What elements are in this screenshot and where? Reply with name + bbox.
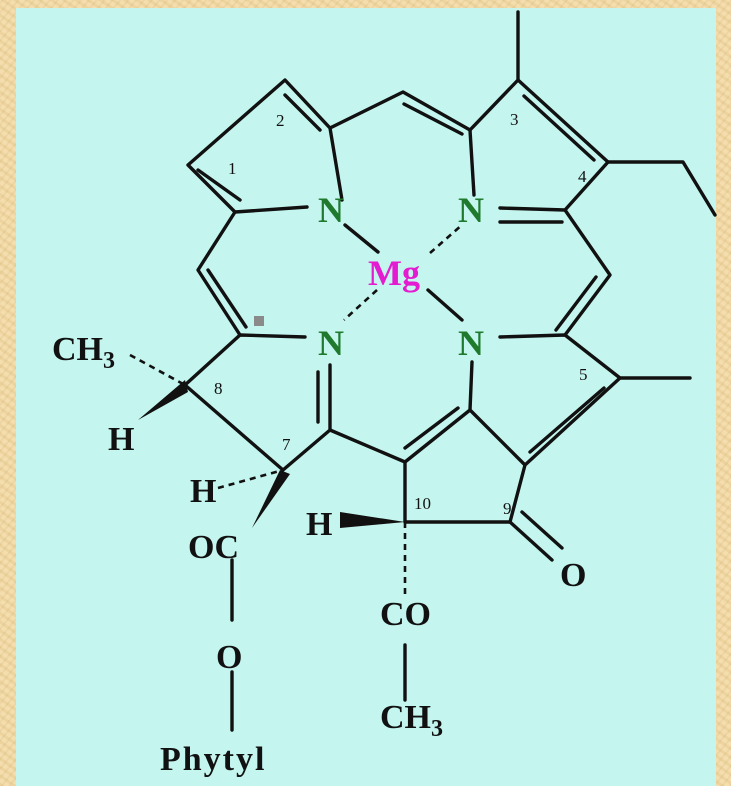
ring-a-double-2 <box>283 93 322 132</box>
ring-e-bonds <box>403 460 527 524</box>
ring-b-bonds <box>468 78 610 212</box>
position-9: 9 <box>503 499 512 518</box>
position-4: 4 <box>578 167 587 186</box>
bridge-right <box>563 208 612 337</box>
magnesium-atom: Mg <box>368 253 420 293</box>
position-5: 5 <box>579 365 588 384</box>
oc-label: OC <box>188 529 239 566</box>
position-3: 3 <box>510 110 519 129</box>
nitrogen-1: N <box>318 190 344 230</box>
phytyl-label: Phytyl <box>160 741 266 778</box>
ring-c-double <box>528 386 606 454</box>
h-label-c8: H <box>108 421 134 458</box>
position-7: 7 <box>282 435 291 454</box>
o-chain-label: O <box>216 639 242 676</box>
h-hash-bond-c7 <box>217 468 284 490</box>
co-label: CO <box>380 596 431 633</box>
n1-mg-bond <box>343 223 380 254</box>
h-label-c10: H <box>306 506 332 543</box>
ring-c-bonds <box>468 333 622 467</box>
n3-mg-coordination <box>343 289 378 321</box>
nitrogen-2: N <box>458 190 484 230</box>
ring-a-bonds <box>186 78 344 214</box>
bridge-top-double <box>402 102 464 136</box>
position-8: 8 <box>214 379 223 398</box>
bridge-bottom-double <box>403 406 460 450</box>
bridge-bottom <box>328 408 472 464</box>
position-1: 1 <box>228 159 237 178</box>
ch3-hash-bond <box>129 353 186 387</box>
bond-network <box>183 10 717 732</box>
h-wedge-c10 <box>340 512 405 528</box>
bridge-left-double <box>206 268 248 329</box>
ketone-bond-1 <box>508 520 554 562</box>
bridge-right-double <box>554 275 598 332</box>
ring-a-double-1 <box>196 168 242 202</box>
ethyl-4 <box>606 160 717 217</box>
ch3-bottom-label: CH3 <box>380 699 443 742</box>
oc-wedge-c7 <box>252 470 290 528</box>
ring-b-double-1 <box>522 94 596 162</box>
n2-mg-coordination <box>429 223 464 254</box>
h-label-c7: H <box>190 473 216 510</box>
position-10: 10 <box>414 494 431 513</box>
ring-d-bonds <box>183 333 332 472</box>
n4-mg-bond <box>426 288 464 322</box>
ketone-oxygen-label: O <box>560 557 586 594</box>
position-2: 2 <box>276 111 285 130</box>
ring-b-bond-n <box>468 128 476 197</box>
ch3-top-label: CH3 <box>52 331 115 374</box>
coordination-bonds <box>343 223 464 322</box>
ketone-bond-2 <box>520 510 564 550</box>
stereo-bonds <box>129 353 407 595</box>
bridge-left <box>196 210 242 337</box>
bridge-top <box>328 90 472 132</box>
h-wedge-c8 <box>138 380 188 420</box>
nitrogen-3: N <box>318 323 344 363</box>
nitrogen-4: N <box>458 323 484 363</box>
marker-square <box>254 316 264 326</box>
